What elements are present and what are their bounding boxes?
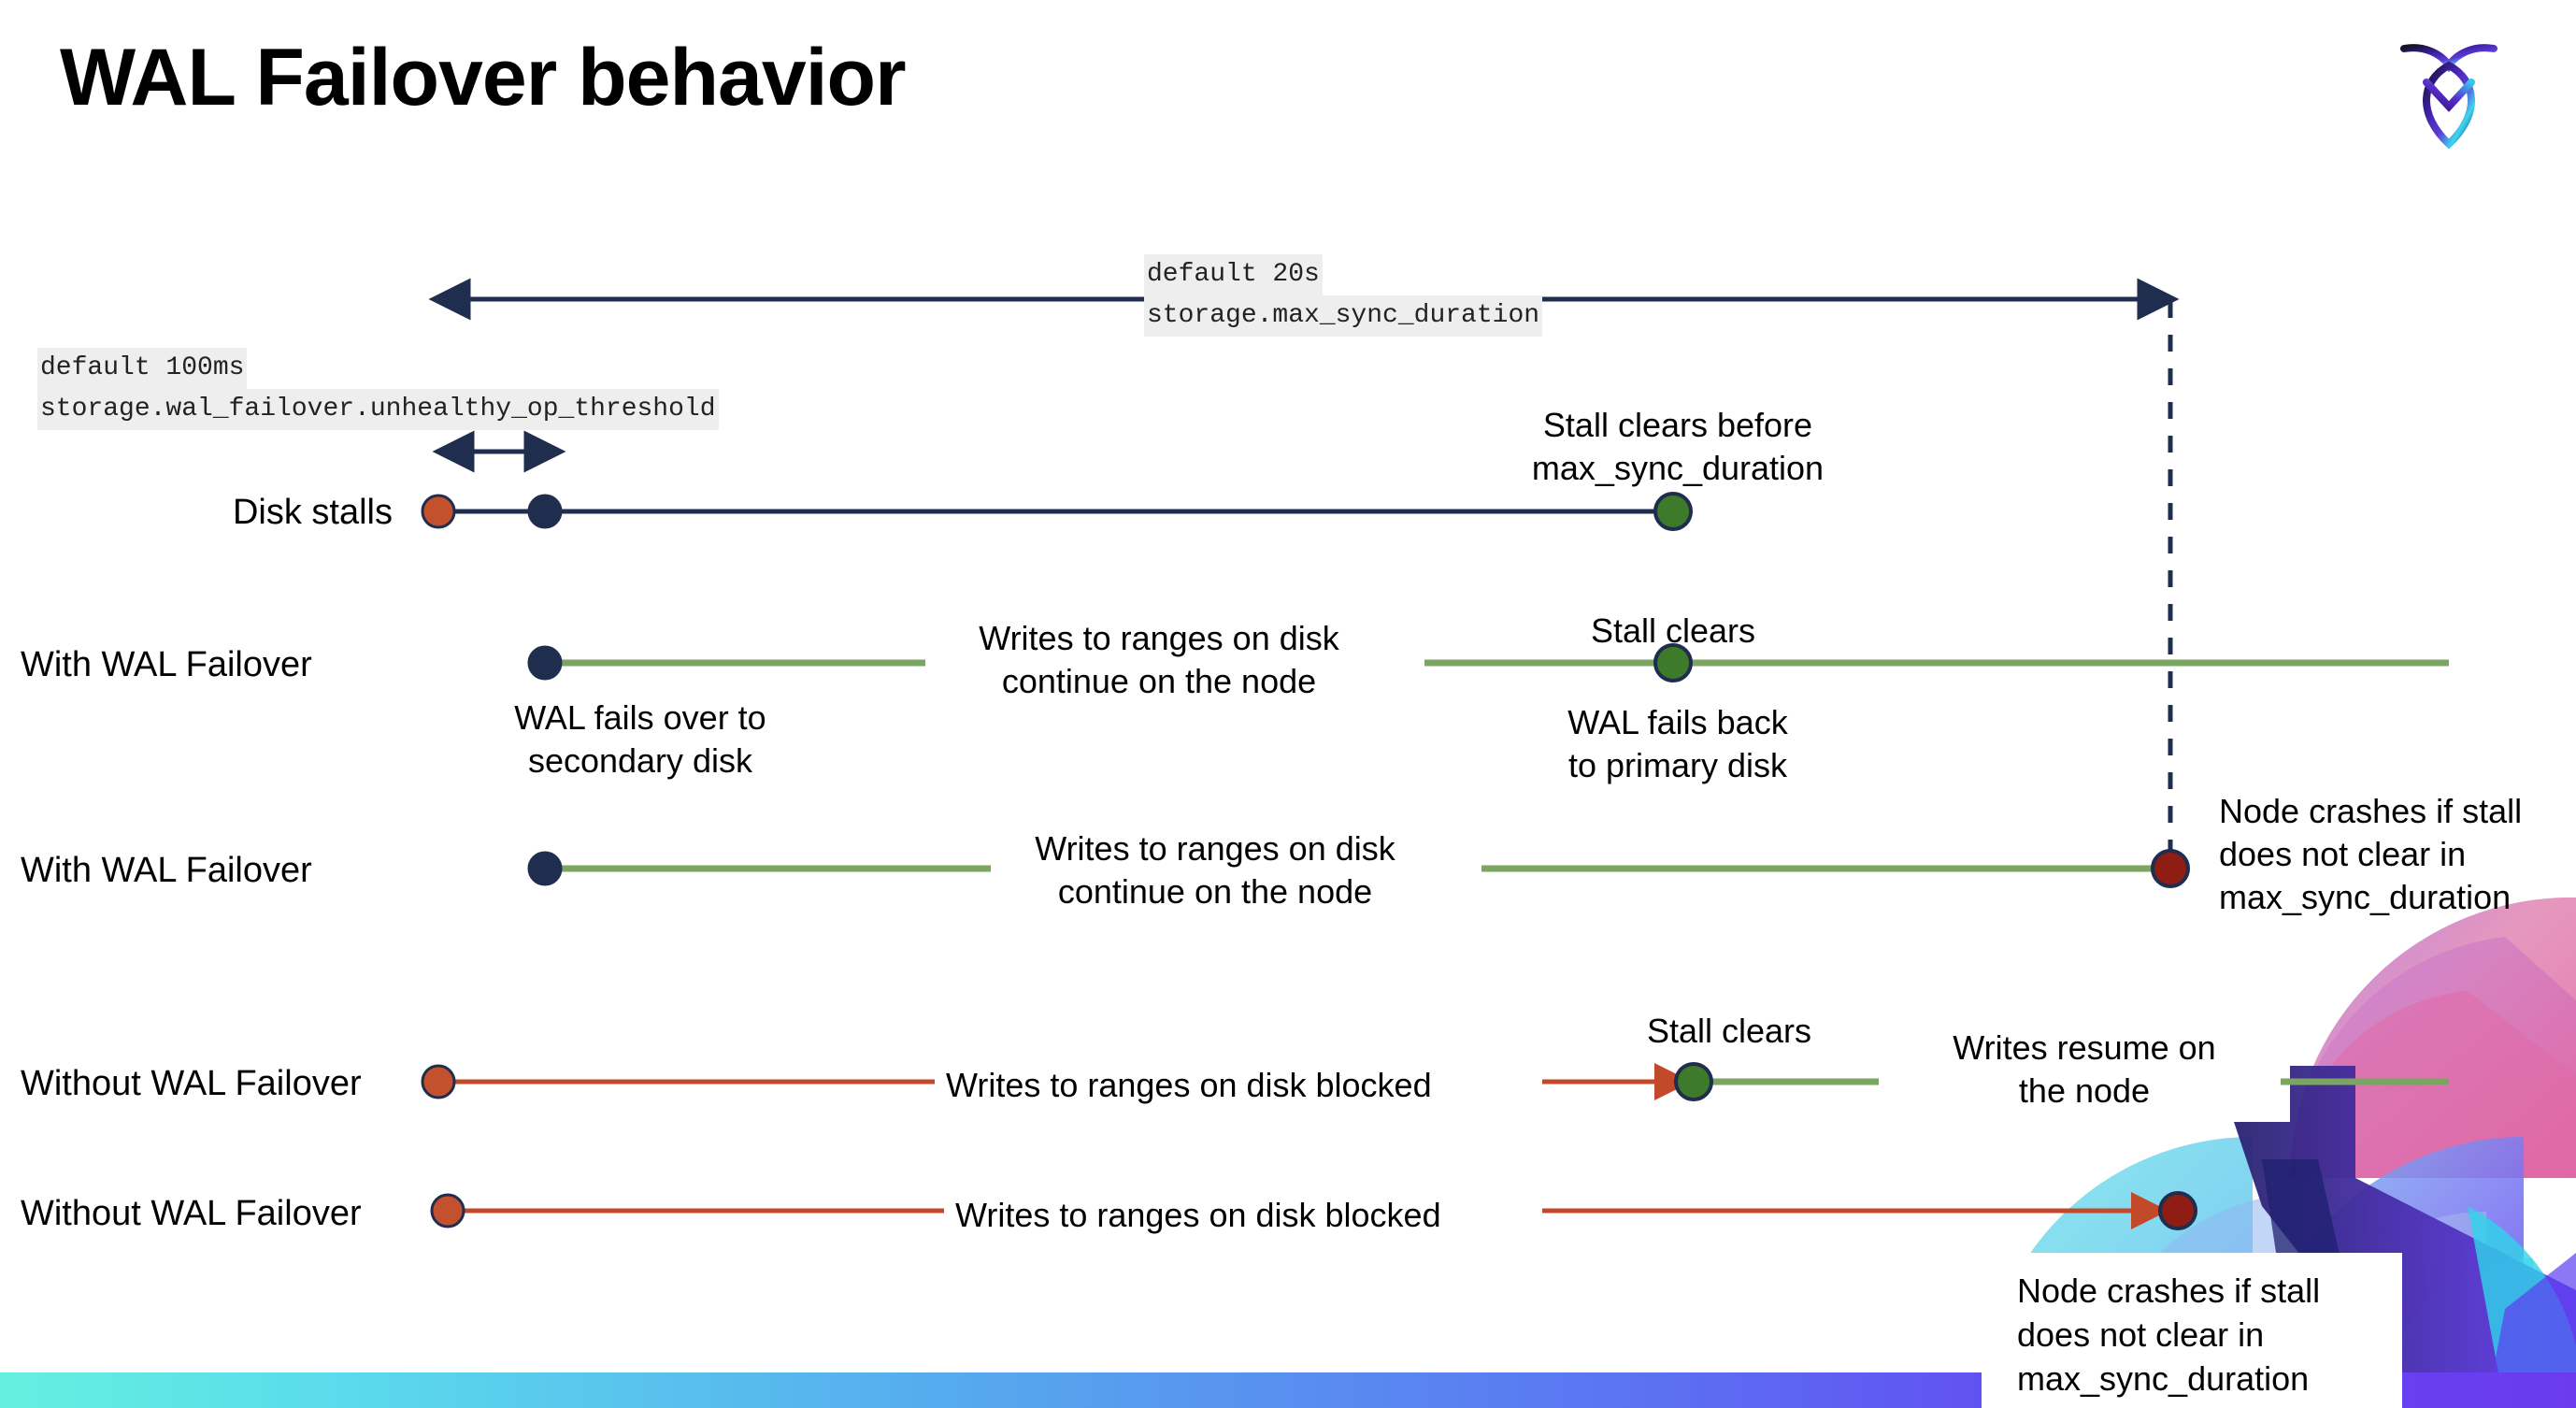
note-stall-clears-2: Stall clears [1646,1012,1812,1050]
nwf1-stall-clear-dot [1674,1062,1713,1101]
disk-stall-clear-dot [1653,492,1693,531]
row-label-without-wal-failover-1: Without WAL Failover [21,1064,362,1103]
row-label-with-wal-failover-2: With WAL Failover [21,851,312,890]
note-node-crashes-2: Node crashes if stall does not clear in … [2017,1272,2321,1398]
note-stall-clears-1: Stall clears [1590,611,1756,650]
max-sync-duration-setting: storage.max_sync_duration [1144,295,1543,337]
max-sync-duration-default: default 20s [1144,254,1323,295]
max-sync-duration-code-label: default 20s storage.max_sync_duration [1144,254,1543,337]
row-label-disk-stalls: Disk stalls [232,493,393,532]
note-wal-fails-over: WAL fails over to secondary disk [514,698,766,781]
nwf2-node-crash-dot [2158,1191,2197,1230]
note-writes-continue-1: Writes to ranges on disk continue on the… [979,619,1339,701]
wf1-stall-clear-dot [1653,643,1693,682]
wf2-node-crash-dot [2151,849,2190,888]
cockroach-labs-logo-icon [2393,28,2505,150]
note-writes-blocked-1: Writes to ranges on disk blocked [946,1066,1432,1104]
node-crash-callout-box [1982,1253,2402,1408]
page-title: WAL Failover behavior [60,33,907,122]
note-writes-resume: Writes resume on the node [1953,1028,2216,1111]
note-node-crashes-1: Node crashes if stall does not clear in … [2219,792,2523,917]
disk-stall-start-dot [421,494,456,529]
row-label-with-wal-failover-1: With WAL Failover [21,645,312,684]
unhealthy-op-threshold-default: default 100ms [37,348,248,389]
note-writes-blocked-2: Writes to ranges on disk blocked [955,1196,1441,1234]
unhealthy-op-threshold-setting: storage.wal_failover.unhealthy_op_thresh… [37,389,719,430]
wal-failover-trigger-dot [527,494,563,529]
unhealthy-op-threshold-code-label: default 100ms storage.wal_failover.unhea… [37,348,719,430]
note-writes-continue-2: Writes to ranges on disk continue on the… [1035,829,1395,912]
nwf2-start-dot [430,1193,465,1228]
note-wal-fails-back: WAL fails back to primary disk [1567,703,1788,785]
nwf1-start-dot [421,1064,456,1099]
wf1-start-dot [527,645,563,681]
row-label-without-wal-failover-2: Without WAL Failover [21,1194,362,1233]
wf2-start-dot [527,851,563,886]
note-stall-clears-before-max-sync: Stall clears before max_sync_duration [1531,406,1825,488]
